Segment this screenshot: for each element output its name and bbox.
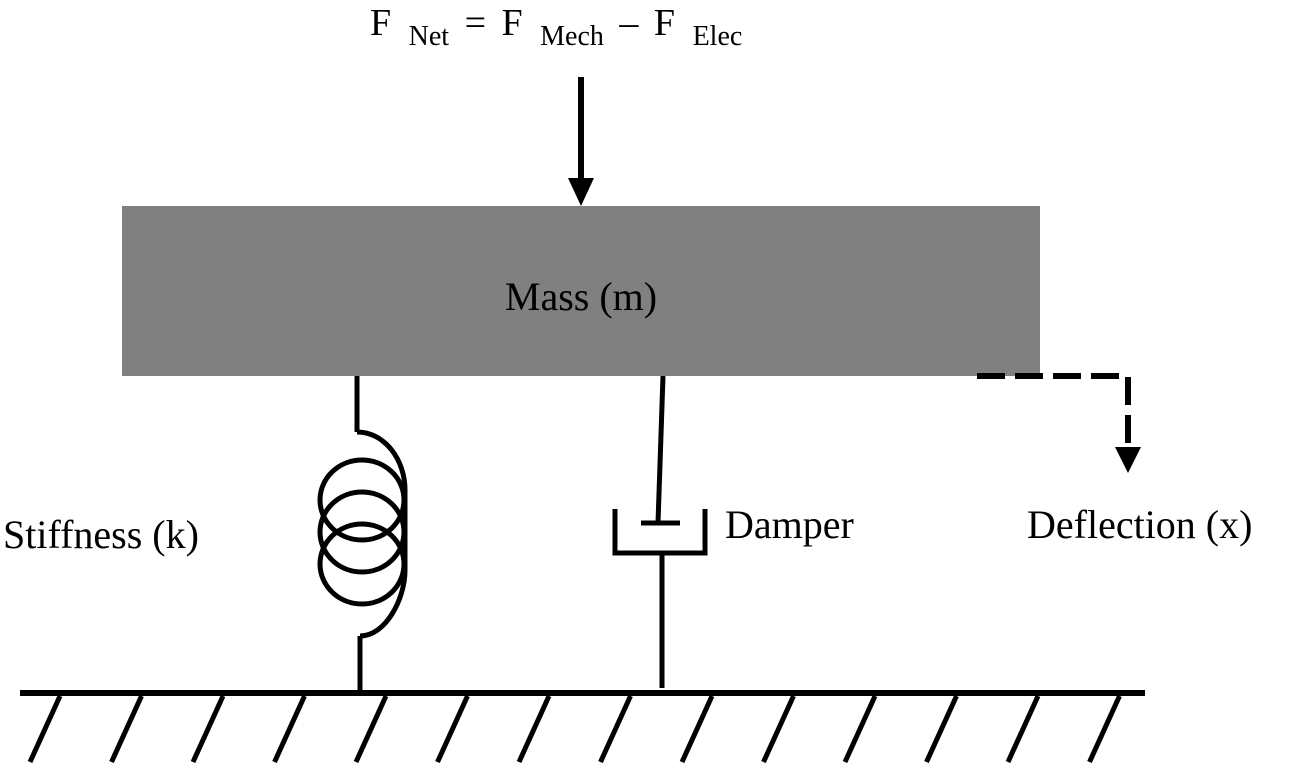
- hatch-mark: [109, 694, 144, 764]
- eq-minus: –: [618, 2, 639, 44]
- eq-equals: =: [465, 2, 486, 44]
- eq-term2: F: [654, 2, 675, 44]
- mass-label: Mass (m): [505, 274, 657, 319]
- force-equation: F Net = F Mech – F Elec: [370, 2, 742, 54]
- hatch-mark: [679, 694, 715, 764]
- eq-term1-sub: Mech: [540, 21, 604, 52]
- spring-icon: [317, 376, 408, 690]
- hatch-mark: [272, 694, 307, 764]
- hatch-mark: [1005, 694, 1041, 764]
- hatch-mark: [27, 694, 63, 764]
- force-arrow-icon: [568, 77, 594, 206]
- deflection-label: Deflection (x): [1027, 502, 1252, 547]
- eq-lhs-sub: Net: [409, 21, 450, 52]
- mass-block: [122, 206, 1040, 376]
- damper-label: Damper: [725, 502, 854, 547]
- hatch-mark: [516, 694, 552, 764]
- hatch-mark: [353, 694, 389, 764]
- eq-term1: F: [502, 2, 523, 44]
- ground-hatch: [27, 694, 1122, 764]
- hatch-mark: [1087, 694, 1122, 764]
- eq-term2-sub: Elec: [693, 21, 743, 52]
- hatch-mark: [598, 694, 633, 764]
- hatch-mark: [435, 694, 470, 764]
- deflection-arrow-icon: [977, 373, 1141, 473]
- hatch-mark: [924, 694, 959, 764]
- hatch-mark: [761, 694, 796, 764]
- damper-icon: [612, 375, 708, 688]
- stiffness-label: Stiffness (k): [3, 512, 199, 557]
- hatch-mark: [842, 694, 878, 764]
- eq-lhs: F: [370, 2, 391, 44]
- hatch-mark: [190, 694, 226, 764]
